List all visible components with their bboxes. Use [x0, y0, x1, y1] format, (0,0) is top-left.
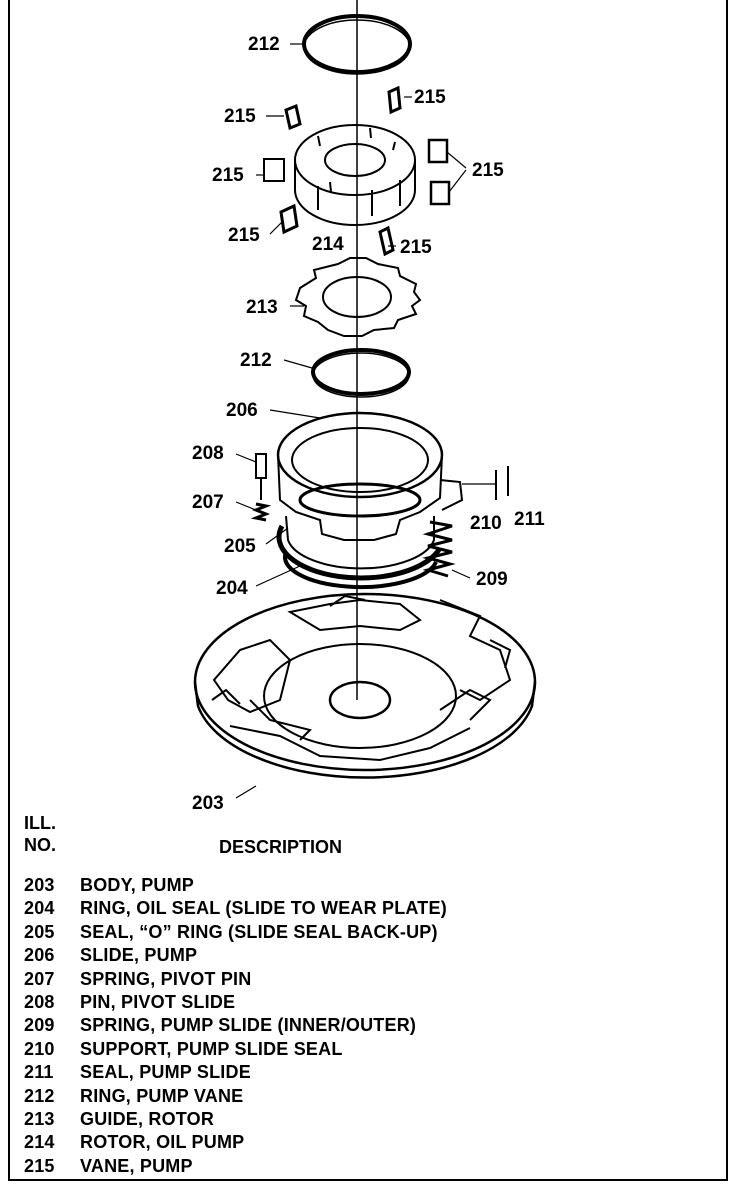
callout-213: 213 [246, 297, 278, 318]
callout-215-a: 215 [224, 106, 256, 127]
part-description: PIN, PIVOT SLIDE [80, 992, 236, 1013]
callout-206: 206 [226, 400, 258, 421]
callout-211: 211 [514, 509, 545, 530]
part-description: BODY, PUMP [80, 875, 195, 895]
part-number: 212 [24, 1085, 55, 1106]
parts-list-item: 215 VANE, PUMP [24, 1155, 447, 1178]
pump-slide [276, 411, 464, 590]
page-frame [8, 0, 728, 1181]
rotor-guide [294, 257, 422, 337]
slide-seals [495, 466, 509, 500]
part-description: SEAL, PUMP SLIDE [80, 1062, 251, 1083]
part-description: SPRING, PUMP SLIDE (INNER/OUTER) [80, 1015, 417, 1036]
callout-209: 209 [476, 569, 508, 590]
pump-slide-spring [422, 520, 456, 578]
part-number: 210 [24, 1038, 55, 1059]
callout-208: 208 [192, 443, 224, 464]
pump-exploded-diagram: 212 215 215 215 215 215 214 215 213 212 … [192, 0, 545, 810]
rotor [294, 124, 416, 226]
legend-header-description: DESCRIPTION [219, 837, 343, 857]
part-number: 213 [24, 1109, 55, 1130]
parts-list-item: 212 RING, PUMP VANE [24, 1085, 447, 1108]
callout-212-mid: 212 [240, 350, 272, 371]
legend-header-ill: ILL. [24, 813, 56, 833]
callout-215-e: 215 [228, 225, 260, 246]
callout-205: 205 [224, 536, 256, 557]
part-description: SPRING, PIVOT PIN [80, 968, 252, 989]
callout-203: 203 [192, 793, 224, 810]
part-number: 203 [24, 875, 55, 895]
part-description: SUPPORT, PUMP SLIDE SEAL [80, 1038, 343, 1059]
callout-204: 204 [216, 578, 248, 599]
callout-212-top: 212 [248, 34, 280, 55]
part-description: RING, PUMP VANE [80, 1085, 244, 1106]
part-description: VANE, PUMP [80, 1155, 193, 1176]
pump-body [193, 592, 537, 779]
part-number: 214 [24, 1132, 55, 1153]
part-description: SLIDE, PUMP [80, 945, 198, 966]
callout-215-d: 215 [472, 160, 504, 181]
part-number: 215 [24, 1155, 55, 1176]
pivot-pin-and-spring [250, 453, 272, 522]
parts-list-item: 210 SUPPORT, PUMP SLIDE SEAL [24, 1038, 447, 1061]
parts-list-item: 211 SEAL, PUMP SLIDE [24, 1061, 447, 1084]
parts-list-item: 204 RING, OIL SEAL (SLIDE TO WEAR PLATE) [24, 897, 447, 920]
callout-215-f: 215 [400, 237, 432, 258]
part-description: SEAL, “O” RING (SLIDE SEAL BACK-UP) [80, 921, 438, 942]
legend-header-no: NO. [24, 835, 57, 855]
part-number: 204 [24, 898, 55, 919]
parts-list-item: 213 GUIDE, ROTOR [24, 1108, 447, 1131]
parts-list-item: 207 SPRING, PIVOT PIN [24, 968, 447, 991]
part-number: 208 [24, 992, 55, 1013]
callout-215-c: 215 [212, 165, 244, 186]
parts-list-item: 208 PIN, PIVOT SLIDE [24, 991, 447, 1014]
parts-list-item: 206 SLIDE, PUMP [24, 944, 447, 967]
part-number: 209 [24, 1015, 55, 1036]
part-description: ROTOR, OIL PUMP [80, 1132, 245, 1153]
parts-list-item: 203 BODY, PUMP [24, 874, 447, 897]
parts-list: 203 BODY, PUMP 204 RING, OIL SEAL (SLIDE TO… [24, 874, 447, 1178]
parts-list-item: 209 SPRING, PUMP SLIDE (INNER/OUTER) [24, 1014, 447, 1037]
part-description: RING, OIL SEAL (SLIDE TO WEAR PLATE) [80, 898, 447, 919]
part-description: GUIDE, ROTOR [80, 1109, 215, 1130]
parts-list-item: 205 SEAL, “O” RING (SLIDE SEAL BACK-UP) [24, 921, 447, 944]
vanes [263, 85, 451, 257]
part-number: 205 [24, 921, 55, 942]
callout-215-b: 215 [414, 87, 446, 108]
callout-214: 214 [312, 234, 344, 255]
callout-207: 207 [192, 492, 224, 513]
callout-210: 210 [470, 513, 502, 534]
part-number: 206 [24, 945, 55, 966]
part-number: 211 [24, 1062, 54, 1083]
leader-lines [235, 43, 496, 799]
parts-list-item: 214 ROTOR, OIL PUMP [24, 1131, 447, 1154]
vane-ring-middle [311, 348, 411, 398]
part-number: 207 [24, 968, 55, 989]
